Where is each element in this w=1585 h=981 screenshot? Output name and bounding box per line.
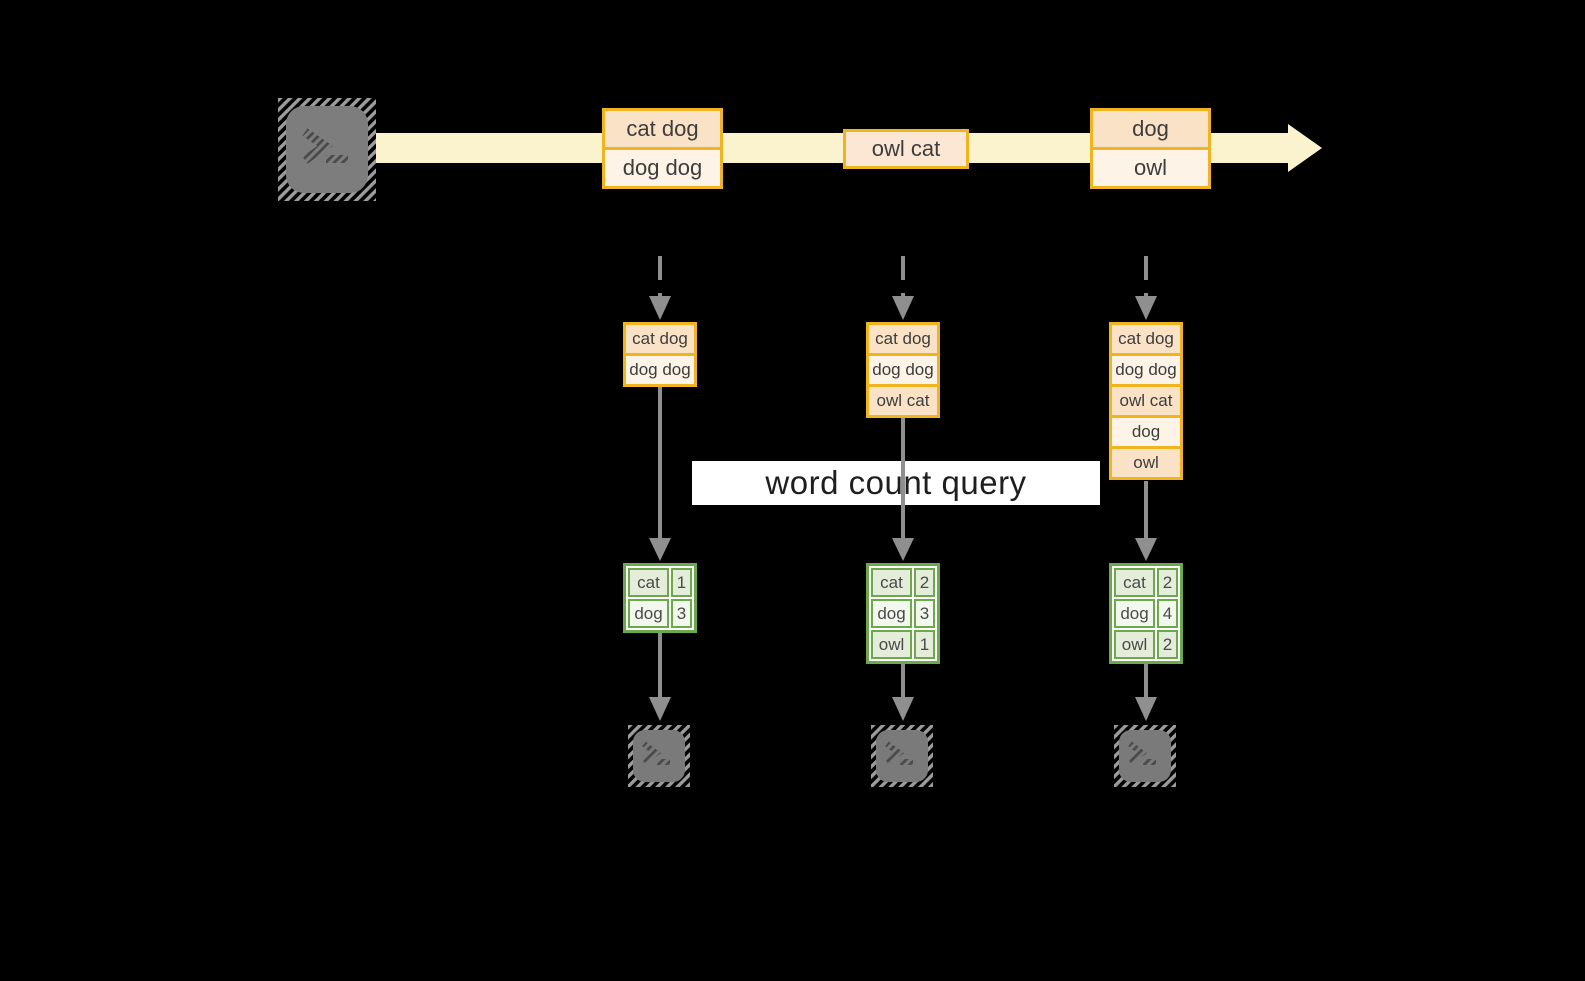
- input-table-1: cat dog dog dog: [623, 322, 697, 387]
- result-row: cat 2: [1114, 568, 1178, 597]
- count-cell: 2: [914, 568, 935, 597]
- result-row: owl 1: [871, 630, 935, 659]
- input-record: dog dog: [1112, 353, 1180, 384]
- terminal-source-icon: [278, 98, 376, 201]
- word-cell: cat: [871, 568, 912, 597]
- input-record: dog: [1112, 415, 1180, 446]
- arrowhead: [1135, 697, 1157, 721]
- arrowhead: [649, 538, 671, 561]
- stream-record: dog dog: [605, 147, 720, 186]
- word-cell: dog: [628, 599, 669, 628]
- arrowhead: [1135, 296, 1157, 320]
- input-record: cat dog: [869, 325, 937, 353]
- count-cell: 4: [1157, 599, 1178, 628]
- stream-batch-2: owl cat: [843, 129, 969, 169]
- stream-batch-1: cat dog dog dog: [602, 108, 723, 189]
- count-cell: 2: [1157, 630, 1178, 659]
- stream-batch-3: dog owl: [1090, 108, 1211, 189]
- count-cell: 1: [914, 630, 935, 659]
- input-table-3: cat dog dog dog owl cat dog owl: [1109, 322, 1183, 480]
- query-label-banner: word count query: [692, 461, 1100, 505]
- result-row: cat 2: [871, 568, 935, 597]
- prompt-chevron-icon: [302, 128, 333, 164]
- count-cell: 3: [914, 599, 935, 628]
- arrowhead: [649, 697, 671, 721]
- prompt-underscore-icon: [326, 155, 348, 163]
- word-cell: cat: [628, 568, 669, 597]
- query-label: word count query: [765, 464, 1027, 501]
- prompt-chevron-icon: [1128, 741, 1147, 765]
- result-table-3: cat 2 dog 4 owl 2: [1109, 563, 1183, 664]
- input-record: owl: [1112, 446, 1180, 477]
- word-cell: dog: [1114, 599, 1155, 628]
- result-row: dog 3: [628, 599, 692, 628]
- input-table-2: cat dog dog dog owl cat: [866, 322, 940, 418]
- result-row: cat 1: [628, 568, 692, 597]
- input-record: dog dog: [869, 353, 937, 384]
- result-row: dog 3: [871, 599, 935, 628]
- input-record: cat dog: [626, 325, 694, 353]
- count-cell: 3: [671, 599, 692, 628]
- prompt-underscore-icon: [900, 759, 913, 765]
- terminal-sink-icon-2: [871, 725, 933, 787]
- prompt-chevron-icon: [885, 741, 904, 765]
- arrowhead: [892, 697, 914, 721]
- count-cell: 1: [671, 568, 692, 597]
- stream-arrowhead: [1288, 124, 1322, 172]
- arrowhead: [892, 538, 914, 561]
- result-table-1: cat 1 dog 3: [623, 563, 697, 633]
- terminal-icon: [876, 730, 928, 782]
- input-record: cat dog: [1112, 325, 1180, 353]
- arrowhead: [649, 296, 671, 320]
- count-cell: 2: [1157, 568, 1178, 597]
- terminal-icon: [1119, 730, 1171, 782]
- input-record: owl cat: [1112, 384, 1180, 415]
- terminal-icon: [633, 730, 685, 782]
- stream-record: dog: [1093, 111, 1208, 147]
- arrowhead: [1135, 538, 1157, 561]
- prompt-underscore-icon: [1143, 759, 1156, 765]
- input-record: dog dog: [626, 353, 694, 384]
- result-row: dog 4: [1114, 599, 1178, 628]
- arrowhead: [892, 296, 914, 320]
- input-record: owl cat: [869, 384, 937, 415]
- word-cell: dog: [871, 599, 912, 628]
- stream-record: cat dog: [605, 111, 720, 147]
- word-cell: owl: [1114, 630, 1155, 659]
- result-table-2: cat 2 dog 3 owl 1: [866, 563, 940, 664]
- stream-record: owl: [1093, 147, 1208, 186]
- word-cell: owl: [871, 630, 912, 659]
- prompt-underscore-icon: [657, 759, 670, 765]
- terminal-sink-icon-1: [628, 725, 690, 787]
- prompt-chevron-icon: [642, 741, 661, 765]
- terminal-sink-icon-3: [1114, 725, 1176, 787]
- stream-record: owl cat: [846, 132, 966, 166]
- word-cell: cat: [1114, 568, 1155, 597]
- result-row: owl 2: [1114, 630, 1178, 659]
